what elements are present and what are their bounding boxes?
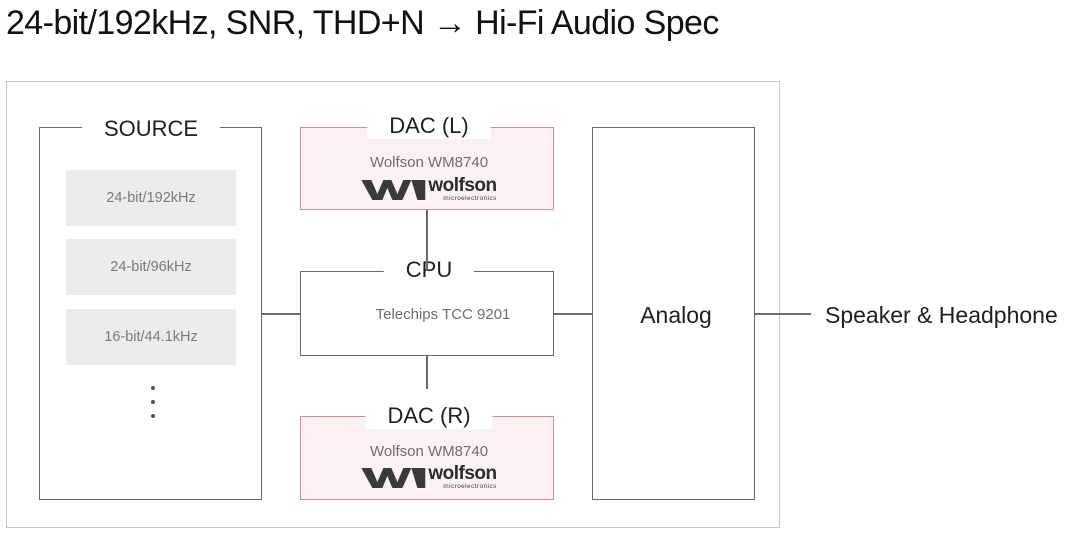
connector-source-cpu [262,313,300,315]
ellipsis-dot [151,400,155,404]
page-title: 24-bit/192kHz, SNR, THD+N → Hi-Fi Audio … [6,4,719,42]
analog-label: Analog [640,302,712,328]
source-item: 24-bit/192kHz [66,170,236,226]
connector-dacl-cpu [426,210,428,271]
connector-cpu-dacr [426,356,428,389]
logo-sub: microelectronics [443,483,497,490]
source-item: 24-bit/96kHz [66,239,236,295]
cpu-chip: Telechips TCC 9201 [375,306,511,323]
ellipsis-dot [151,414,155,418]
source-title: SOURCE [81,116,221,142]
wolfson-mark-icon [361,467,426,488]
logo-word: wolfson [428,175,497,196]
dac-left-box [300,127,554,210]
dac-right-title: DAC (R) [365,403,493,429]
wolfson-logo: wolfson microelectronics [361,175,497,202]
cpu-box [300,271,554,356]
ellipsis-dot [151,386,155,390]
diagram-frame [6,81,780,528]
output-label: Speaker & Headphone [825,302,1058,328]
dac-right-chip: Wolfson WM8740 [369,443,489,460]
dac-left-chip: Wolfson WM8740 [369,154,489,171]
cpu-title: CPU [383,257,475,283]
connector-cpu-analog [554,313,592,315]
logo-sub: microelectronics [443,195,497,202]
connector-analog-output [755,313,811,315]
logo-word: wolfson [428,463,497,484]
wolfson-mark-icon [361,179,426,200]
dac-left-title: DAC (L) [367,113,491,139]
analog-box [592,127,755,500]
source-item: 16-bit/44.1kHz [66,309,236,365]
wolfson-logo: wolfson microelectronics [361,463,497,490]
